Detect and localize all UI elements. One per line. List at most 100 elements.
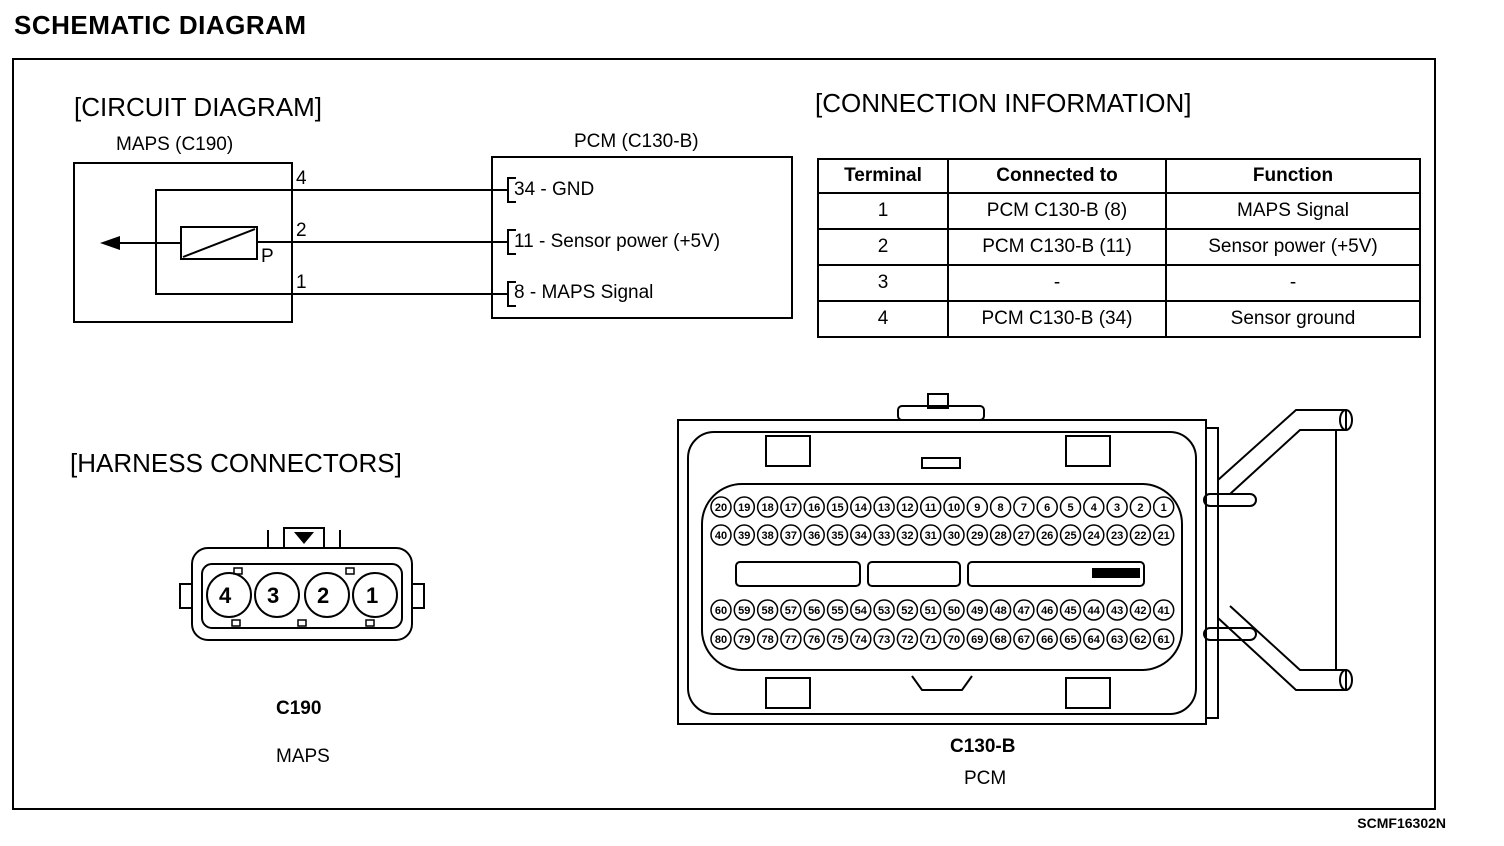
c130b-pin-number: 72 [901, 634, 913, 646]
c130b-pin [1059, 628, 1082, 650]
c130b-pin-number: 27 [1018, 530, 1030, 542]
table-row: 4 PCM C130-B (34) Sensor ground [817, 300, 1421, 338]
c130b-pin [1129, 524, 1152, 546]
c130b-pin [919, 628, 942, 650]
table-cell: 1 [817, 192, 949, 230]
c130b-pin-number: 79 [738, 634, 750, 646]
c130b-pin-number: 55 [831, 605, 843, 617]
c130b-pin [733, 524, 756, 546]
c130b-pin-number: 26 [1041, 530, 1053, 542]
c130b-pin-number: 3 [1114, 502, 1120, 514]
c130b-pin [710, 496, 732, 518]
c130b-pin [919, 524, 942, 546]
c130b-pin [826, 599, 849, 621]
c130b-pin [1059, 599, 1082, 621]
c130b-pin-number: 16 [808, 502, 820, 514]
c130b-pin-number: 17 [785, 502, 797, 514]
c130b-pin [943, 496, 965, 518]
column-header: Function [1165, 158, 1421, 194]
c130b-pin [756, 628, 779, 650]
c130b-pin [1152, 496, 1175, 518]
table-cell: 4 [817, 300, 949, 338]
c190-code: C190 [276, 698, 322, 719]
c130b-pin [1013, 496, 1035, 518]
c130b-pin-number: 30 [948, 530, 960, 542]
c130b-pin-number: 13 [878, 502, 890, 514]
c130b-pin-number: 47 [1018, 605, 1030, 617]
c130b-pin-number: 48 [994, 605, 1006, 617]
c130b-pin [1036, 599, 1058, 621]
c130b-pin-number: 57 [785, 605, 797, 617]
c130b-pin-number: 75 [831, 634, 843, 646]
c130b-pin [756, 599, 779, 621]
c130b-pin-number: 4 [1091, 502, 1098, 514]
column-header: Connected to [947, 158, 1167, 194]
c130b-pin [733, 599, 756, 621]
c130b-pin-number: 14 [855, 502, 868, 514]
c130b-pin-number: 78 [761, 634, 773, 646]
table-cell: - [947, 264, 1167, 302]
c130b-pin [1083, 599, 1105, 621]
c130b-pin [803, 628, 825, 650]
c130b-pin [1106, 628, 1128, 650]
c130b-pin [850, 524, 872, 546]
table-cell: MAPS Signal [1165, 192, 1421, 230]
c130b-pin-number: 36 [808, 530, 820, 542]
c130b-pin [1106, 599, 1128, 621]
c130b-pin [1036, 496, 1058, 518]
c130b-pin [850, 628, 872, 650]
c130b-pin [1106, 496, 1128, 518]
c130b-pin-number: 20 [715, 502, 727, 514]
c130b-pin [756, 524, 779, 546]
c190-pin [304, 572, 350, 618]
c130b-pin [1036, 524, 1058, 546]
pcm-box [491, 156, 793, 319]
pcm-terminal-gnd: 34 - GND [514, 179, 595, 200]
c130b-pin-number: 45 [1064, 605, 1076, 617]
c130b-pin-number: 64 [1088, 634, 1101, 646]
c130b-pin-number: 39 [738, 530, 750, 542]
c190-name: MAPS [276, 746, 330, 767]
c130b-pin-number: 9 [974, 502, 980, 514]
c130b-pin [873, 628, 895, 650]
c130b-pin [1036, 628, 1058, 650]
table-cell: 3 [817, 264, 949, 302]
c130b-pin-number: 58 [761, 605, 773, 617]
connection-table-header: Terminal Connected to Function [817, 158, 1421, 194]
table-row: 1 PCM C130-B (8) MAPS Signal [817, 192, 1421, 230]
c130b-pin [989, 524, 1012, 546]
diagram-frame [12, 58, 1436, 810]
c130b-pin [896, 628, 919, 650]
c130b-pin-number: 18 [761, 502, 773, 514]
c130b-pin-number: 61 [1158, 634, 1170, 646]
c130b-pin-number: 6 [1044, 502, 1050, 514]
c130b-pin-number: 12 [901, 502, 913, 514]
c130b-pin-number: 21 [1158, 530, 1170, 542]
c130b-pin-number: 59 [738, 605, 750, 617]
c130b-pin-number: 22 [1134, 530, 1146, 542]
c130b-pin-number: 19 [738, 502, 750, 514]
circuit-diagram-heading: [CIRCUIT DIAGRAM] [74, 92, 322, 122]
table-row: 3 - - [817, 264, 1421, 302]
c130b-pin [826, 524, 849, 546]
table-cell: - [1165, 264, 1421, 302]
c130b-pin-number: 80 [715, 634, 727, 646]
c130b-pin-number: 44 [1088, 605, 1101, 617]
c130b-pin-number: 5 [1067, 502, 1073, 514]
c130b-pin-number: 56 [808, 605, 820, 617]
document-code: SCMF16302N [1357, 815, 1446, 831]
c130b-pin-number: 38 [761, 530, 773, 542]
table-cell: PCM C130-B (8) [947, 192, 1167, 230]
c130b-pin-number: 42 [1134, 605, 1146, 617]
c130b-pin [919, 599, 942, 621]
c130b-pin [966, 524, 989, 546]
c130b-pin [826, 628, 849, 650]
c130b-pin [1083, 524, 1105, 546]
c130b-pin-number: 24 [1088, 530, 1101, 542]
c130b-pin-number: 41 [1158, 605, 1170, 617]
c190-pin-label: 4 [219, 583, 232, 608]
c130b-pin [803, 524, 825, 546]
c190-pin-label: 2 [317, 583, 330, 608]
